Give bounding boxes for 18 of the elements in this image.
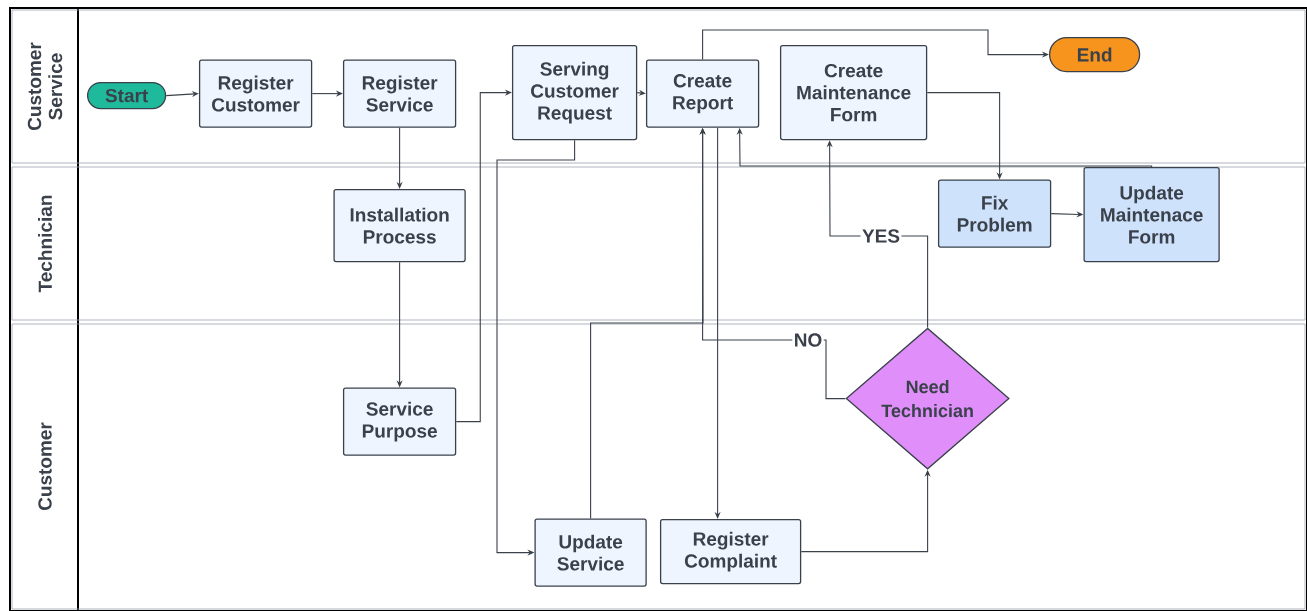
process-box: Register Service (342, 59, 457, 128)
process-box: Update Service (534, 518, 647, 587)
terminal-pill: Start (86, 81, 167, 110)
process-box: Create Maintenance Form (779, 44, 928, 141)
process-box: Fix Problem (937, 179, 1052, 248)
process-box: Register Complaint (659, 518, 802, 585)
edge-label: YES (860, 227, 902, 245)
process-box: Installation Process (333, 188, 466, 263)
arrow (455, 89, 512, 423)
terminal-pill: End (1048, 36, 1141, 73)
process-box: Register Customer (198, 59, 313, 128)
arrow (636, 89, 646, 96)
process-box: Create Report (645, 59, 760, 128)
process-box: Service Purpose (342, 387, 457, 456)
arrow (702, 29, 1049, 60)
edge-label: NO (792, 331, 824, 349)
process-box: Update Maintenace Form (1083, 166, 1220, 263)
process-box: Serving Customer Request (511, 44, 638, 141)
